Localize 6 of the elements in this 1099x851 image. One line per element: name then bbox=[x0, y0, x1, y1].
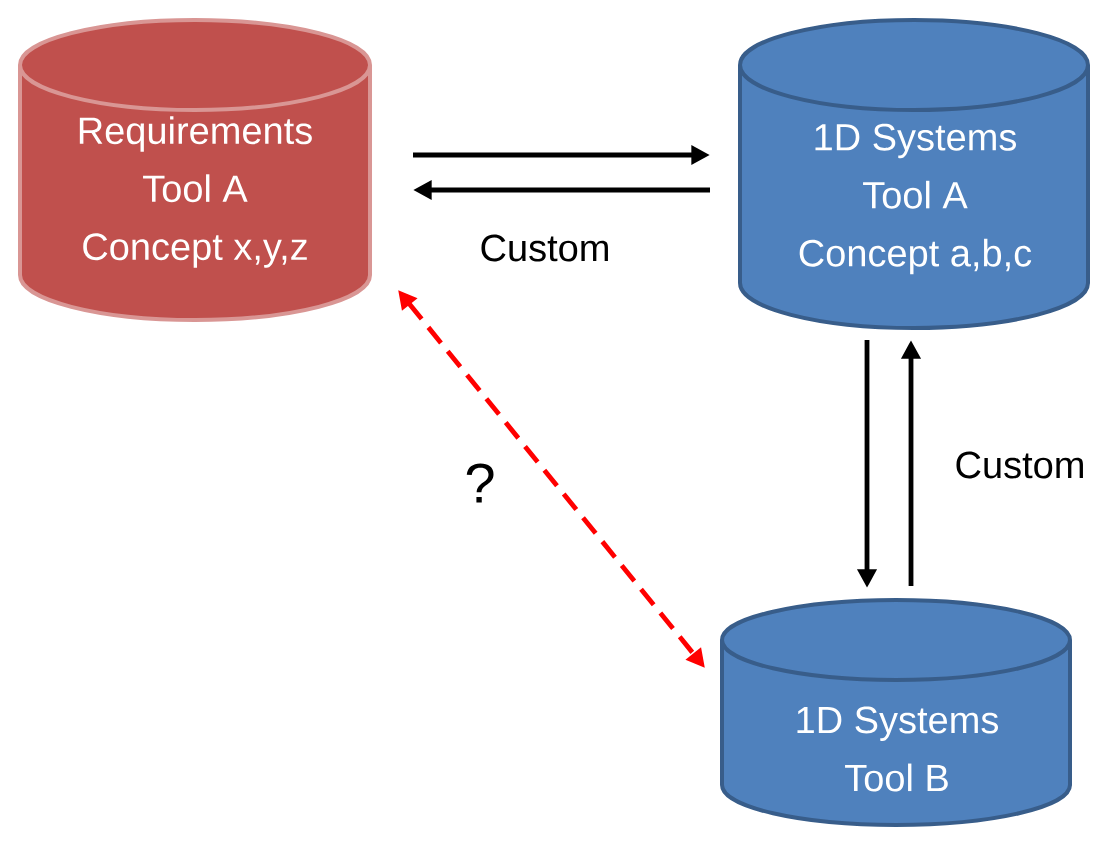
database-cylinder: 1D Systems Tool B bbox=[720, 598, 1072, 827]
edge-label: Custom bbox=[951, 448, 1089, 482]
database-cylinder: 1D Systems Tool A Concept a,b,c bbox=[738, 18, 1090, 330]
database-cylinder: Requirements Tool A Concept x,y,z bbox=[18, 18, 372, 322]
edge-label: ? bbox=[461, 460, 499, 506]
edge-label: Custom bbox=[476, 231, 614, 265]
